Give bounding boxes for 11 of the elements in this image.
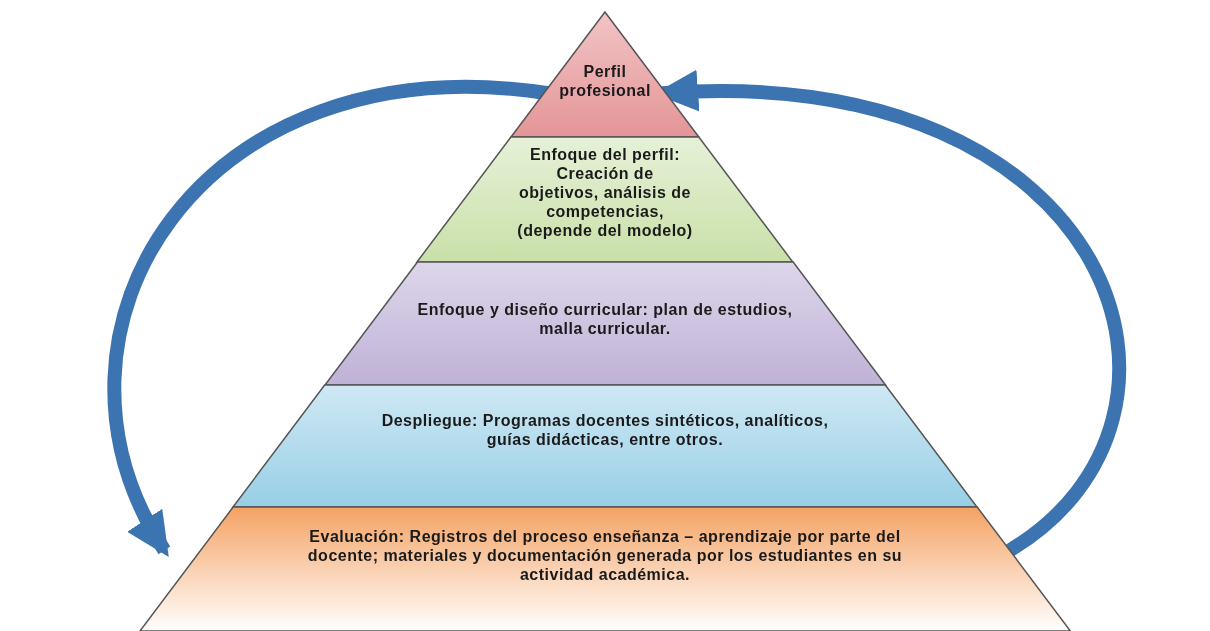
curved-arrow bbox=[107, 80, 549, 558]
pyramid-layer bbox=[511, 12, 699, 137]
layer-text: Enfoque del perfil: Creación de objetivos, análisis de competencias, (depende del modelo) bbox=[516, 145, 694, 240]
layer-text: Enfoque y diseño curricular: plan de estudios, malla curricular. bbox=[416, 300, 794, 338]
layer-text: Perfil profesional bbox=[558, 62, 652, 100]
pyramid-layer bbox=[233, 385, 977, 507]
layer-text: Despliegue: Programas docentes sintéticos, analíticos, guías didácticas, entre otros. bbox=[380, 411, 830, 449]
pyramid-layer bbox=[139, 507, 1071, 631]
layer-text: Evaluación: Registros del proceso enseñanza – aprendizaje por parte del docente; materiales y documentación generada por los estudiantes en su actividad académica. bbox=[306, 527, 904, 584]
pyramid-layer bbox=[417, 137, 793, 262]
pyramid-layer bbox=[324, 262, 886, 385]
